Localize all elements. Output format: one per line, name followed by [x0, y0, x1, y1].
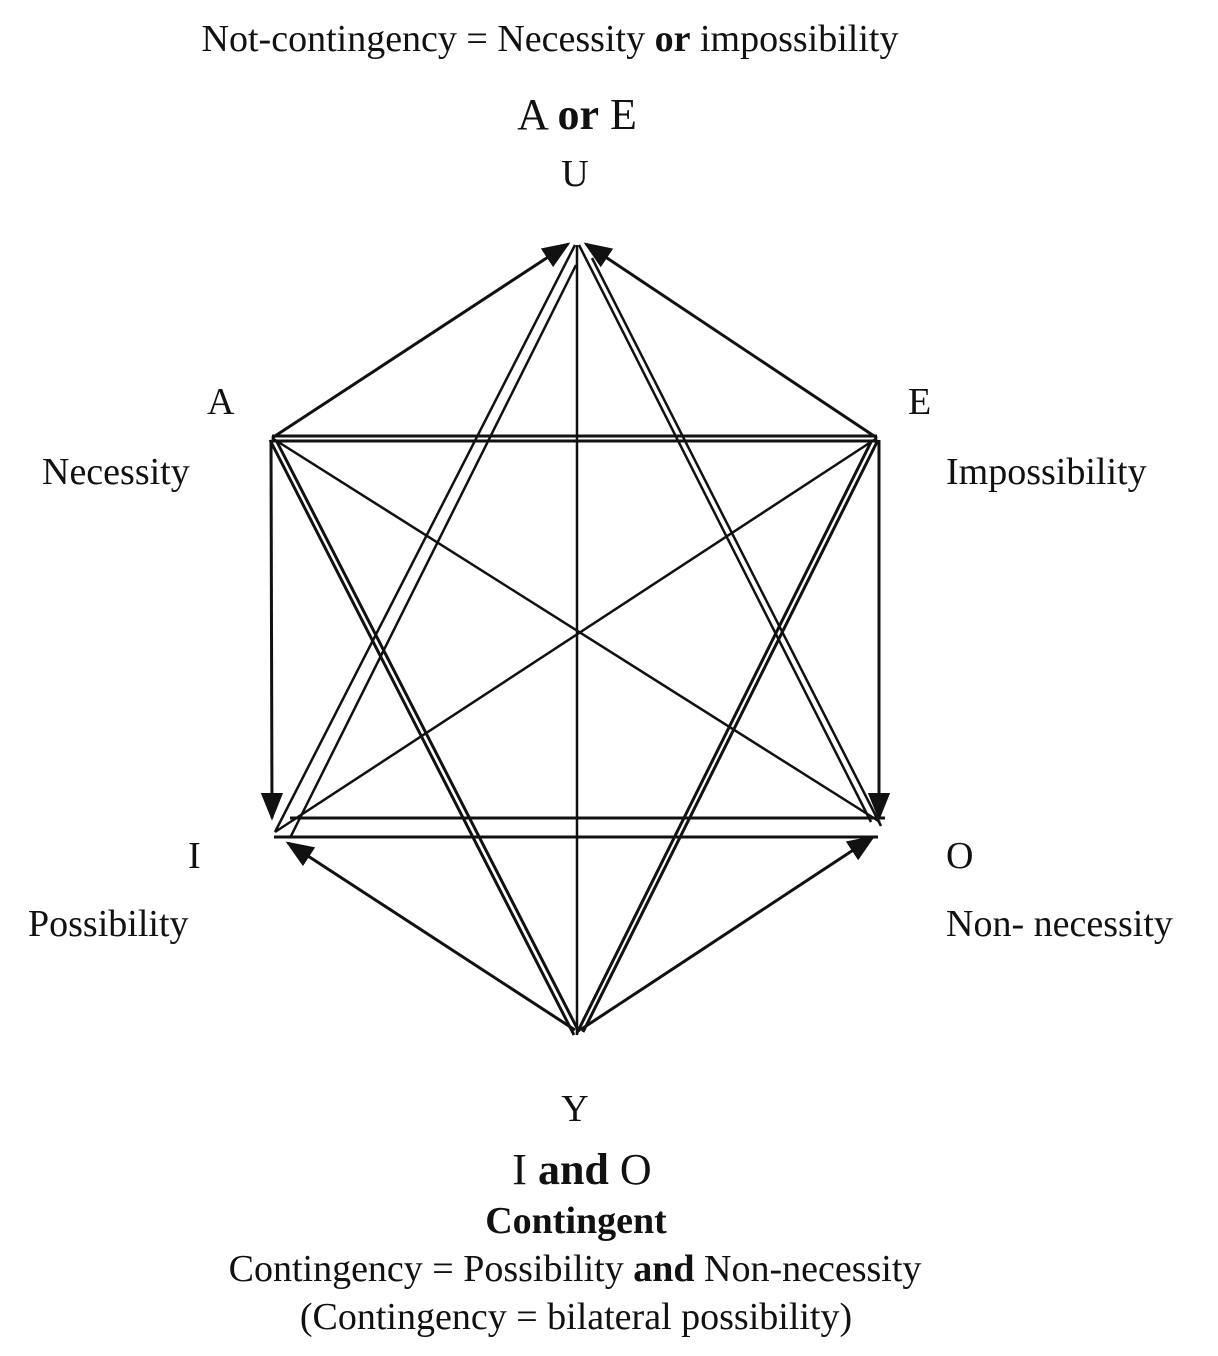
u-formula: A or E — [517, 93, 637, 137]
caption-text: Contingency = Possibility — [228, 1248, 634, 1290]
contingent-label: Contingent — [485, 1200, 667, 1242]
arrow-e-to-u — [583, 242, 878, 440]
line-e-y — [575, 439, 874, 1034]
formula-text: O — [608, 1145, 652, 1194]
vertex-o: O — [946, 835, 974, 877]
arrow-y-to-i — [285, 841, 576, 1032]
bottom-caption-2: (Contingency = bilateral possibility) — [299, 1296, 853, 1338]
formula-text: A — [517, 90, 558, 139]
caption-text: Non-necessity — [694, 1248, 922, 1290]
vertex-u: U — [561, 153, 589, 195]
line-a-y — [274, 439, 581, 1033]
vertex-a: A — [207, 381, 235, 423]
line-a-y — [268, 439, 576, 1036]
label-necessity: Necessity — [42, 451, 190, 493]
arrow-y-to-o — [579, 835, 876, 1032]
label-non-necessity: Non- necessity — [946, 903, 1173, 945]
arrow-a-to-i — [260, 439, 284, 821]
line-u-o — [577, 244, 873, 823]
vertex-y: Y — [561, 1088, 589, 1130]
line-u-i — [273, 244, 577, 833]
formula-bold: and — [537, 1145, 609, 1194]
caption-text: Not-contingency = Necessity — [201, 18, 655, 60]
label-possibility: Possibility — [28, 903, 189, 945]
y-formula: I and O — [512, 1148, 651, 1192]
line-a-o — [271, 436, 881, 824]
line-u-i — [289, 264, 578, 837]
line-e-y — [581, 439, 880, 1033]
line-u-o — [590, 257, 883, 827]
bottom-caption-1: Contingency = Possibility and Non-necess… — [229, 1250, 922, 1288]
caption-text: impossibility — [690, 18, 899, 60]
formula-text: I — [512, 1145, 538, 1194]
formula-text: E — [599, 90, 637, 139]
top-caption: Not-contingency = Necessity or impossibi… — [202, 20, 899, 58]
arrow-a-to-u — [271, 242, 571, 440]
label-impossibility: Impossibility — [946, 451, 1147, 493]
formula-bold: or — [557, 90, 599, 139]
vertex-e: E — [908, 381, 932, 423]
line-e-i — [274, 436, 878, 834]
vertex-i: I — [188, 835, 201, 877]
caption-bold: or — [654, 18, 691, 60]
caption-bold: and — [633, 1248, 695, 1290]
